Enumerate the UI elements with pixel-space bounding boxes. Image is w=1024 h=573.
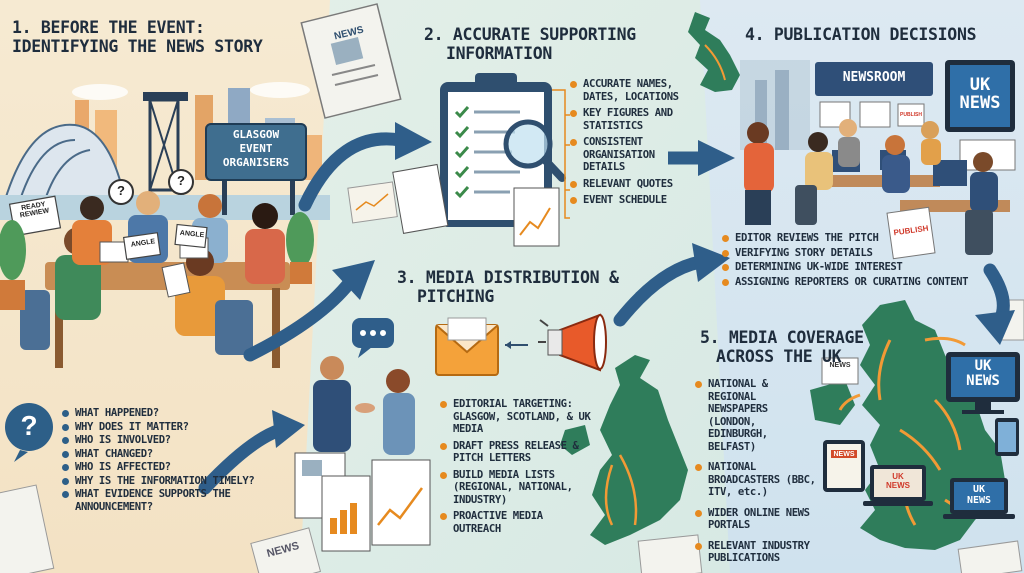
supporting-info-item: RELEVANT QUOTES	[570, 178, 695, 191]
question-bubble-2: ?	[177, 173, 185, 188]
publication-item: VERIFYING STORY DETAILS	[722, 247, 1022, 260]
report-documents	[347, 163, 560, 247]
distribution-item: BUILD MEDIA LISTS (REGIONAL, NATIONAL, I…	[440, 469, 600, 507]
monitor-line2: NEWS	[966, 373, 1000, 389]
section4-item-list: EDITOR REVIEWS THE PITCH VERIFYING STORY…	[722, 232, 1022, 290]
section2-title-line2: INFORMATION	[446, 44, 552, 63]
question-item: WHAT HAPPENED?	[62, 407, 302, 420]
arrow-questions-to-3	[272, 410, 305, 448]
section3-title-line1: 3. MEDIA DISTRIBUTION &	[397, 268, 619, 287]
uk-news-monitor: UK NEWS	[951, 359, 1015, 389]
section3-title: 3. MEDIA DISTRIBUTION & PITCHING	[397, 268, 619, 306]
connector-lines	[552, 89, 570, 219]
publication-item: DETERMINING UK-WIDE INTEREST	[722, 261, 1022, 274]
section5-item-list: NATIONAL & REGIONAL NEWSPAPERS (LONDON, …	[695, 378, 820, 569]
publication-item: EDITOR REVIEWS THE PITCH	[722, 232, 1022, 245]
arrow-2-to-4	[698, 140, 735, 176]
distribution-item: PROACTIVE MEDIA OUTREACH	[440, 510, 550, 535]
question-item: WHO IS INVOLVED?	[62, 434, 302, 447]
arrow-head	[505, 341, 511, 349]
question-mark-glyph: ?	[20, 410, 38, 441]
section2-title-line1: 2. ACCURATE SUPPORTING	[424, 25, 636, 44]
question-item: WHAT CHANGED?	[62, 448, 302, 461]
uk-news-screen: UK NEWS	[950, 76, 1010, 112]
coverage-item: NATIONAL BROADCASTERS (BBC, ITV, etc.)	[695, 461, 820, 499]
publication-item: ASSIGNING REPORTERS OR CURATING CONTENT	[722, 276, 1022, 289]
handshake-scene	[313, 356, 415, 455]
monitor-line1: UK	[974, 358, 992, 374]
section5-title-line2: ACROSS THE UK	[716, 347, 842, 366]
tablet-news-label: NEWS	[833, 451, 855, 458]
question-item: WHO IS AFFECTED?	[62, 461, 302, 474]
planning-meeting-scene	[0, 169, 314, 368]
section4-title: 4. PUBLICATION DECISIONS	[745, 25, 977, 44]
section2-title: 2. ACCURATE SUPPORTING INFORMATION	[424, 25, 636, 63]
newspaper-illustration	[300, 3, 402, 119]
section2-item-list: ACCURATE NAMES, DATES, LOCATIONS KEY FIG…	[570, 78, 695, 211]
uk-map-section3	[560, 355, 688, 545]
arrow-3-to-4	[692, 243, 730, 282]
question-item: WHAT EVIDENCE SUPPORTS THE ANNOUNCEMENT?	[62, 488, 262, 513]
arrow-1-to-2	[395, 122, 432, 160]
question-mark-icon	[5, 403, 53, 462]
publish-label-small: PUBLISH	[900, 112, 922, 118]
supporting-info-item: KEY FIGURES AND STATISTICS	[570, 107, 695, 132]
organisers-sign	[205, 123, 307, 215]
supporting-info-item: EVENT SCHEDULE	[570, 194, 695, 207]
section1-title-line2: IDENTIFYING THE NEWS STORY	[12, 37, 263, 56]
section1-title-line1: 1. BEFORE THE EVENT:	[12, 18, 205, 37]
screen-line2: NEWS	[959, 93, 1001, 113]
laptop-line2: NEWS	[966, 495, 992, 506]
sign-line1: GLASGOW	[232, 128, 280, 141]
arrow-1-to-3	[332, 260, 375, 300]
question-bubble-1: ?	[117, 183, 125, 198]
section3-item-list: EDITORIAL TARGETING: GLASGOW, SCOTLAND, …	[440, 398, 600, 539]
megaphone-icon	[538, 313, 607, 372]
distribution-item: EDITORIAL TARGETING: GLASGOW, SCOTLAND, …	[440, 398, 600, 436]
news-devices	[637, 299, 1024, 573]
distribution-item: DRAFT PRESS RELEASE & PITCH LETTERS	[440, 440, 600, 465]
coverage-item: WIDER ONLINE NEWS PORTALS	[695, 507, 820, 532]
supporting-info-item: CONSISTENT ORGANISATION DETAILS	[570, 136, 695, 174]
section1-title: 1. BEFORE THE EVENT: IDENTIFYING THE NEW…	[12, 18, 263, 56]
sign-line3: ORGANISERS	[222, 156, 290, 169]
chat-bubble-icon	[352, 318, 394, 358]
coverage-item: RELEVANT INDUSTRY PUBLICATIONS	[695, 540, 820, 565]
newsroom-sign: NEWSROOM	[842, 70, 906, 85]
flow-arrows	[198, 122, 1015, 495]
question-item: WHY IS THE INFORMATION TIMELY?	[62, 475, 302, 488]
coverage-item: NATIONAL & REGIONAL NEWSPAPERS (LONDON, …	[695, 378, 820, 453]
section1-question-list: WHAT HAPPENED? WHY DOES IT MATTER? WHO I…	[62, 407, 302, 514]
laptop-line1: UK	[972, 484, 986, 495]
sign-line2: EVENT	[239, 142, 273, 155]
envelope-icon	[435, 317, 499, 376]
arrow-4-to-5	[975, 310, 1015, 345]
uk-news-laptop: UK NEWS	[954, 484, 1004, 506]
uk-map-small	[688, 12, 740, 92]
screen-line1: UK	[969, 75, 991, 95]
press-documents	[294, 452, 431, 552]
supporting-info-item: ACCURATE NAMES, DATES, LOCATIONS	[570, 78, 695, 103]
section3-title-line2: PITCHING	[417, 287, 495, 306]
paper-news-label: NEWS	[829, 362, 851, 369]
newsroom-scene	[740, 60, 1016, 260]
organisers-sign-text: GLASGOW EVENT ORGANISERS	[206, 128, 306, 170]
question-item: WHY DOES IT MATTER?	[62, 421, 302, 434]
section5-title: 5. MEDIA COVERAGE ACROSS THE UK	[700, 328, 864, 366]
section5-title-line1: 5. MEDIA COVERAGE	[700, 328, 864, 347]
newspaper-stack-left	[0, 484, 322, 573]
